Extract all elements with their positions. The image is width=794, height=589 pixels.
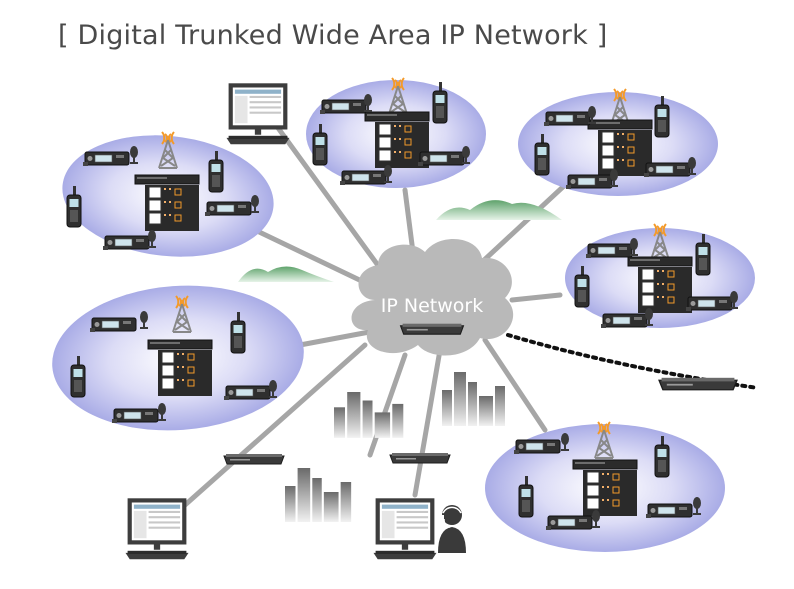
mobile-radio-icon <box>204 201 252 217</box>
mobile-radio-icon <box>643 162 691 178</box>
mobile-radio-icon <box>89 317 137 333</box>
hills-icon <box>238 266 334 282</box>
dispatch-console-icon <box>226 83 290 145</box>
mobile-radio-icon <box>545 515 593 531</box>
dispatch-console-icon <box>125 498 189 560</box>
mobile-radio-icon <box>543 111 591 127</box>
mobile-radio-icon <box>565 174 613 190</box>
mobile-radio-icon <box>600 313 648 329</box>
city-skyline-icon <box>285 468 352 522</box>
city-skyline-icon <box>334 392 404 438</box>
mobile-radio-icon <box>685 296 733 312</box>
mobile-radio-icon <box>319 99 367 115</box>
mobile-radio-icon <box>585 243 633 259</box>
mobile-radio-icon <box>513 439 561 455</box>
dispatch-console-icon <box>373 498 437 560</box>
hills-icon <box>436 200 562 220</box>
mobile-radio-icon <box>82 151 130 167</box>
dotted-link <box>506 333 760 390</box>
mobile-radio-icon <box>111 408 159 424</box>
mobile-radio-icon <box>102 235 150 251</box>
router-icon <box>658 377 738 391</box>
mobile-radio-icon <box>223 385 271 401</box>
city-skyline-icon <box>442 372 505 426</box>
mobile-radio-icon <box>339 170 387 186</box>
mobile-radio-icon <box>417 151 465 167</box>
operator-headset-icon <box>438 505 466 553</box>
router-icon <box>389 452 451 464</box>
mobile-radio-icon <box>645 503 693 519</box>
cloud-label: IP Network <box>381 295 483 317</box>
ip-network-cloud: IP Network <box>351 239 514 356</box>
diagram-title: [ Digital Trunked Wide Area IP Network ] <box>58 20 608 51</box>
router-icon <box>223 453 285 465</box>
